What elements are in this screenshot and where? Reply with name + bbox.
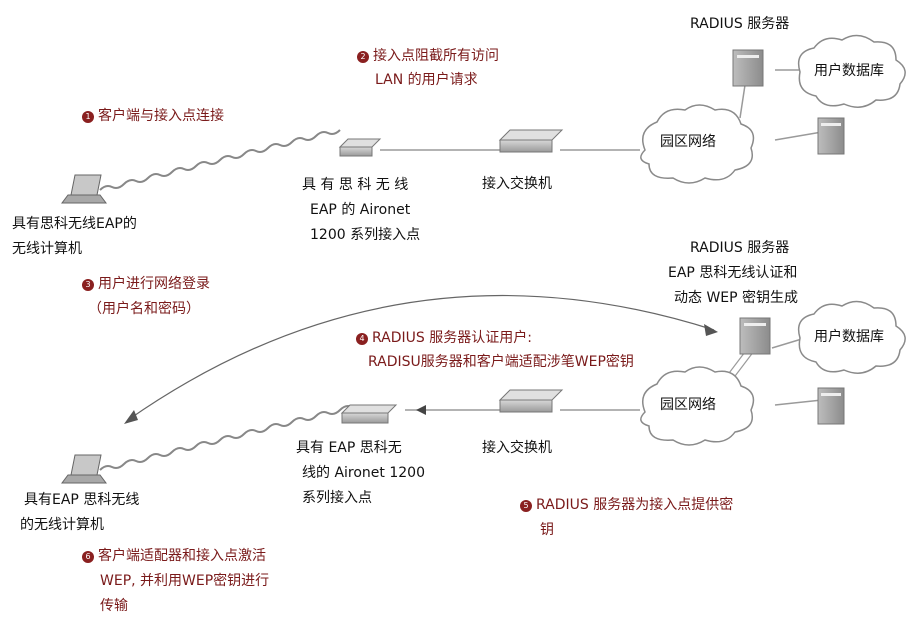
bottom-step3: 3 用户进行网络登录	[82, 272, 210, 296]
top-radius-server-shape	[732, 49, 764, 87]
bottom-ap-label-2: 线的 Aironet 1200	[302, 465, 425, 481]
top-userdb-cloud-shape	[797, 34, 906, 108]
top-ap-label-3: 1200 系列接入点	[310, 227, 421, 243]
top-other-server-shape	[817, 117, 845, 155]
bottom-laptop-shape	[61, 454, 107, 484]
auth-curve-arrow	[127, 294, 715, 421]
bottom-client-label-1: 具有EAP 思科无线	[24, 492, 140, 508]
bottom-step6: 6 客户端适配器和接入点激活	[82, 544, 266, 568]
auth-curve-arrowhead-left	[124, 410, 138, 424]
step6-line1: 客户端适配器和接入点激活	[98, 548, 266, 564]
step5-line2: 钥	[540, 522, 554, 538]
bottom-switch-shape	[498, 389, 564, 413]
bottom-step5: 5 RADIUS 服务器为接入点提供密	[520, 493, 733, 517]
bottom-client-label-2: 的无线计算机	[20, 517, 104, 533]
step4-line1: RADIUS 服务器认证用户:	[372, 330, 532, 346]
step3-line1: 用户进行网络登录	[98, 276, 210, 292]
top-laptop-shape	[61, 174, 107, 204]
step4-line2: RADISU服务器和客户端适配涉笔WEP密钥	[368, 354, 634, 370]
bottom-ap-arrow	[416, 405, 426, 415]
top-links	[380, 69, 823, 151]
bottom-wireless-link	[99, 405, 353, 471]
top-client-label-1: 具有思科无线EAP的	[12, 216, 137, 232]
bottom-radius-title-3: 动态 WEP 密钥生成	[674, 290, 799, 306]
top-campus-cloud-shape	[640, 104, 755, 184]
top-switch-shape	[498, 129, 564, 153]
bottom-campus-net-label: 园区网络	[660, 397, 716, 413]
step3-line2: （用户名和密码）	[88, 301, 200, 317]
auth-curve-arrowhead-right	[704, 324, 718, 336]
top-client-label-2: 无线计算机	[12, 241, 82, 257]
top-ap-shape	[338, 138, 382, 157]
top-step1: 1 客户端与接入点连接	[82, 104, 224, 128]
bottom-radius-title-1: RADIUS 服务器	[690, 240, 790, 256]
step2-line2: LAN 的用户请求	[375, 72, 478, 88]
step1-text: 客户端与接入点连接	[98, 108, 224, 124]
bottom-campus-cloud-shape	[640, 366, 755, 446]
top-wireless-link	[99, 129, 341, 191]
top-campus-net-label: 园区网络	[660, 134, 716, 150]
bottom-radius-server-shape	[739, 317, 771, 355]
bottom-ap-label-1: 具有 EAP 思科无	[296, 440, 402, 456]
step2-badge: 2	[357, 51, 369, 63]
bottom-other-server-shape	[817, 387, 845, 425]
top-step2: 2 接入点阻截所有访问	[357, 44, 499, 68]
bottom-radius-title-2: EAP 思科无线认证和	[668, 265, 798, 281]
step5-badge: 5	[520, 500, 532, 512]
top-ap-label-2: EAP 的 Aironet	[310, 202, 411, 218]
step6-line3: 传输	[100, 598, 128, 614]
top-radius-title: RADIUS 服务器	[690, 16, 790, 32]
top-user-db-label: 用户数据库	[814, 63, 884, 79]
bottom-user-db-label: 用户数据库	[814, 329, 884, 345]
step2-line1: 接入点阻截所有访问	[373, 48, 499, 64]
step4-badge: 4	[356, 333, 368, 345]
bottom-userdb-cloud-shape	[797, 300, 906, 374]
top-switch-label: 接入交换机	[482, 176, 552, 192]
step6-line2: WEP, 并利用WEP密钥进行	[100, 573, 270, 589]
bottom-step4: 4 RADIUS 服务器认证用户:	[356, 326, 532, 350]
step3-badge: 3	[82, 279, 94, 291]
step5-line1: RADIUS 服务器为接入点提供密	[536, 497, 734, 513]
top-ap-label-1: 具 有 思 科 无 线	[302, 177, 409, 193]
step1-badge: 1	[82, 111, 94, 123]
step6-badge: 6	[82, 551, 94, 563]
bottom-ap-label-3: 系列接入点	[302, 490, 372, 506]
bottom-switch-label: 接入交换机	[482, 440, 552, 456]
bottom-ap-shape	[340, 404, 398, 424]
